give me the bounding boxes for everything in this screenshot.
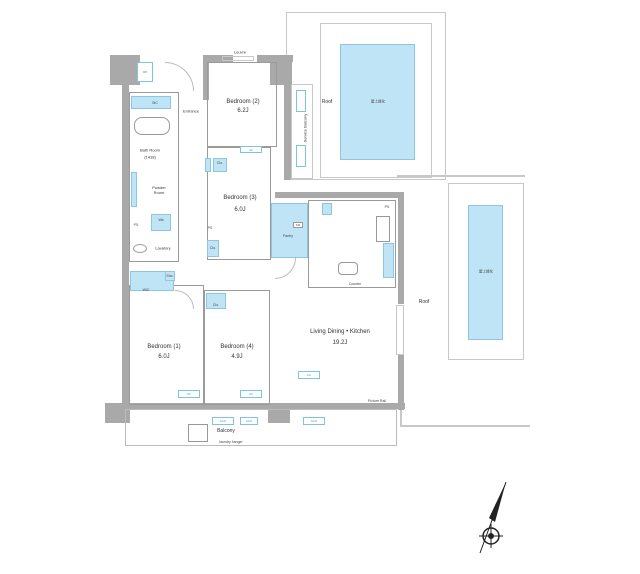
service-balcony-label: Service Balcony <box>302 113 308 143</box>
roof-label-upper: Roof <box>321 99 333 105</box>
louvre-window <box>222 56 254 61</box>
entrance-label: Entrance <box>182 108 200 114</box>
aco-3: ACO <box>303 417 325 425</box>
ps-label-kitchen: PS <box>384 205 390 209</box>
clo-bedroom3 <box>207 240 219 257</box>
wic-label: WIC <box>142 288 150 292</box>
evacuation-hatch <box>188 424 208 442</box>
outdoor-unit-2 <box>296 145 306 167</box>
counter-label: Counter <box>348 282 362 286</box>
stove-icon <box>376 216 390 242</box>
north-compass-icon <box>479 481 507 554</box>
balcony-label: Balcony <box>217 428 235 434</box>
wall-bottom-pillar-mid <box>268 403 290 423</box>
pantry-door <box>275 258 296 279</box>
kitchen-sink <box>338 262 358 275</box>
wall-bottom-pillar-left <box>105 403 130 423</box>
bathtub <box>134 117 170 135</box>
sho-bedroom2 <box>205 158 211 172</box>
roof-inner-upper <box>320 23 432 178</box>
ac-ldk: AC <box>298 371 320 379</box>
clo-bedroom4 <box>206 293 226 309</box>
ac-bedroom2: AC <box>240 146 262 153</box>
wall-ldk-right-low <box>398 355 404 410</box>
powder-counter <box>131 172 137 207</box>
aco-1: ACO <box>212 417 234 425</box>
pantry <box>271 203 308 258</box>
bath-room-size: (1418) <box>144 154 156 160</box>
partition-kitchen <box>308 200 396 288</box>
roof-label-right: Roof <box>418 299 430 305</box>
meter-box: MB <box>137 62 153 82</box>
bedroom4-size: 4.9J <box>231 354 243 360</box>
bedroom3-name: Bedroom (3) <box>223 195 257 201</box>
ac-bedroom1: AC <box>178 390 200 398</box>
shoe-closet <box>131 96 171 109</box>
partition-wet-area <box>129 92 179 262</box>
ldk-window <box>396 305 404 355</box>
bedroom2-name: Bedroom (2) <box>226 99 260 105</box>
sho-closet <box>165 271 175 281</box>
rooftop-greenery-right <box>468 205 503 340</box>
outdoor-unit-1 <box>296 90 306 112</box>
fridge-space: FR <box>293 222 303 228</box>
clo-label-2: Clo. <box>216 161 224 165</box>
clo-bedroom2 <box>213 158 227 172</box>
kitchen-counter-blue <box>383 243 394 278</box>
wa-label: Wa <box>158 218 164 222</box>
roof-edge-bottom <box>400 425 530 427</box>
powder-room-label: Powder Room <box>152 185 166 195</box>
ps-label-left: PS <box>133 223 139 227</box>
picture-rail-label: Picture Rail <box>368 399 386 403</box>
bath-room-name: Bath Room <box>139 147 161 153</box>
wic-closet <box>130 271 174 291</box>
wall-ldk-right <box>398 192 404 304</box>
rooftop-greenery-upper <box>340 44 415 160</box>
clo-label-4: Clo. <box>212 303 220 307</box>
ps-label-bedroom3: PS <box>207 226 213 230</box>
wall-service-balcony <box>284 80 291 180</box>
balcony <box>125 409 397 446</box>
bedroom2-size: 6.2J <box>237 108 249 114</box>
bedroom1-name: Bedroom (1) <box>147 344 181 350</box>
sic-label: SIC <box>152 101 158 105</box>
partition-bedroom4 <box>204 290 270 405</box>
wall-left <box>122 80 129 410</box>
bedroom4-name: Bedroom (4) <box>220 344 254 350</box>
rooftop-greenery-label: 屋上緑化 <box>371 99 385 104</box>
aco-2: ACO <box>240 417 258 425</box>
roof-edge-right <box>397 175 525 177</box>
partition-bedroom3 <box>207 147 271 260</box>
lavatory-label: Lavatory <box>155 245 171 251</box>
pantry-label: Pantry <box>282 234 294 238</box>
toilet-icon <box>133 244 147 253</box>
wall-top-mid <box>203 55 209 100</box>
kitchen-cabinet-blue <box>322 203 332 215</box>
wall-ldk-top <box>275 192 403 198</box>
clo-label-3: Clo. <box>209 246 217 250</box>
washer-pan <box>151 214 171 231</box>
wall-top <box>203 55 233 62</box>
ac-bedroom4: AC <box>240 390 262 398</box>
sho-label: Sho. <box>166 274 174 278</box>
ldk-name: Living Dining • Kitchen <box>310 329 370 335</box>
roof-frame-right <box>448 183 524 360</box>
wall-bottom <box>105 403 405 409</box>
ldk-size: 19.2J <box>332 340 348 346</box>
bedroom1-size: 6.0J <box>158 354 170 360</box>
service-balcony <box>291 84 313 179</box>
louvre-label: Louvre <box>233 49 247 55</box>
entrance-door <box>165 62 194 91</box>
rooftop-greenery-label-right: 屋上緑化 <box>479 269 493 274</box>
bedroom3-size: 6.0J <box>234 207 246 213</box>
laundry-hanger-label: laundry hanger <box>219 440 243 444</box>
